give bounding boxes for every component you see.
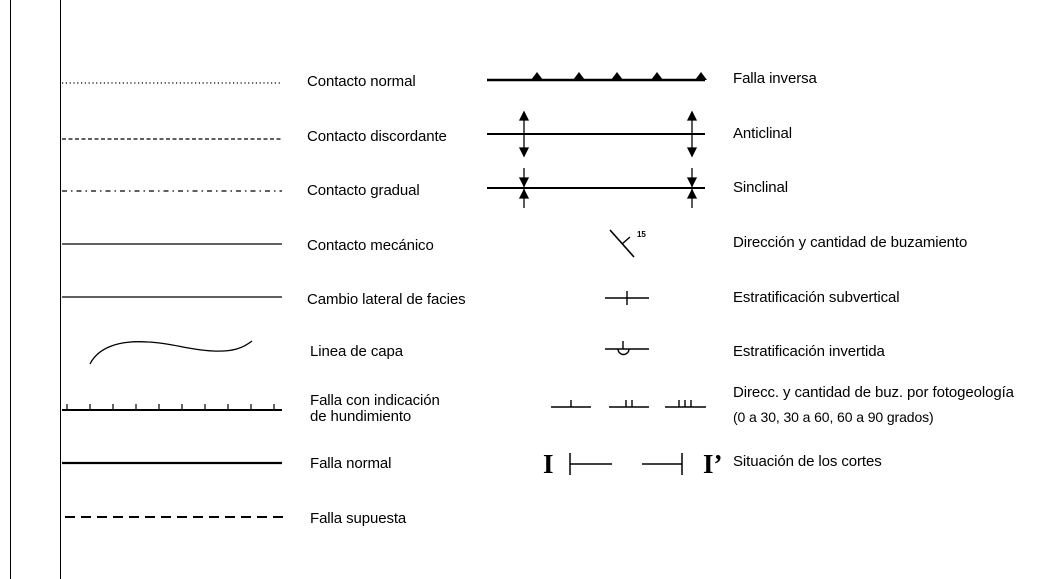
syncline-icon xyxy=(487,168,705,208)
legend-label-falla-normal: Falla normal xyxy=(310,455,392,472)
legend-label-sinclinal: Sinclinal xyxy=(733,179,788,196)
cross-section-icon xyxy=(569,453,683,475)
subvertical-strike-icon xyxy=(605,291,649,305)
overturned-bedding-icon xyxy=(605,341,649,356)
photogeology-dip-icon xyxy=(551,400,706,408)
frame-left-border xyxy=(10,0,11,579)
legend-label-falla-supuesta: Falla supuesta xyxy=(310,510,407,527)
dash-dot-line-icon xyxy=(62,190,282,192)
legend-label-linea-de-capa: Linea de capa xyxy=(310,343,403,360)
legend-label-falla-hundimiento-1: Falla con indicación xyxy=(310,392,440,409)
legend-label-contacto-gradual: Contacto gradual xyxy=(307,182,420,199)
dip-symbol-icon xyxy=(609,229,635,258)
dashed-line-icon xyxy=(62,138,282,140)
solid-thin-line-icon xyxy=(62,296,282,298)
legend-label-fotogeologia-1: Direcc. y cantidad de buz. por fotogeolo… xyxy=(733,384,1014,401)
dip-value: 15 xyxy=(637,230,646,239)
legend-label-contacto-mecanico: Contacto mecánico xyxy=(307,237,434,254)
legend-label-cambio-lateral: Cambio lateral de facies xyxy=(307,291,466,308)
dotted-line-icon xyxy=(62,82,282,84)
legend-label-falla-inversa: Falla inversa xyxy=(733,70,817,87)
legend-label-contacto-discordante: Contacto discordante xyxy=(307,128,447,145)
thrust-fault-icon xyxy=(487,72,707,82)
section-start-label: I xyxy=(543,449,554,479)
solid-thick-line-icon xyxy=(62,461,282,465)
legend-label-direccion-buzamiento: Dirección y cantidad de buzamiento xyxy=(733,234,968,251)
legend-label-anticlinal: Anticlinal xyxy=(733,125,793,142)
solid-thin-line-icon xyxy=(62,243,282,245)
section-end-label: I’ xyxy=(703,449,723,479)
ticked-line-icon xyxy=(62,404,282,411)
legend-label-estratificacion-invertida: Estratificación invertida xyxy=(733,343,885,360)
anticline-icon xyxy=(487,110,705,158)
legend-label-fotogeologia-2: (0 a 30, 30 a 60, 60 a 90 grados) xyxy=(733,409,934,425)
curved-line-icon xyxy=(89,340,253,365)
legend-label-situacion-cortes: Situación de los cortes xyxy=(733,453,882,470)
long-dashed-line-icon xyxy=(65,516,285,518)
legend-label-contacto-normal: Contacto normal xyxy=(307,73,416,90)
legend-label-estratificacion-subvertical: Estratificación subvertical xyxy=(733,289,900,306)
legend-label-falla-hundimiento-2: de hundimiento xyxy=(310,408,412,425)
frame-inner-border xyxy=(60,0,61,579)
